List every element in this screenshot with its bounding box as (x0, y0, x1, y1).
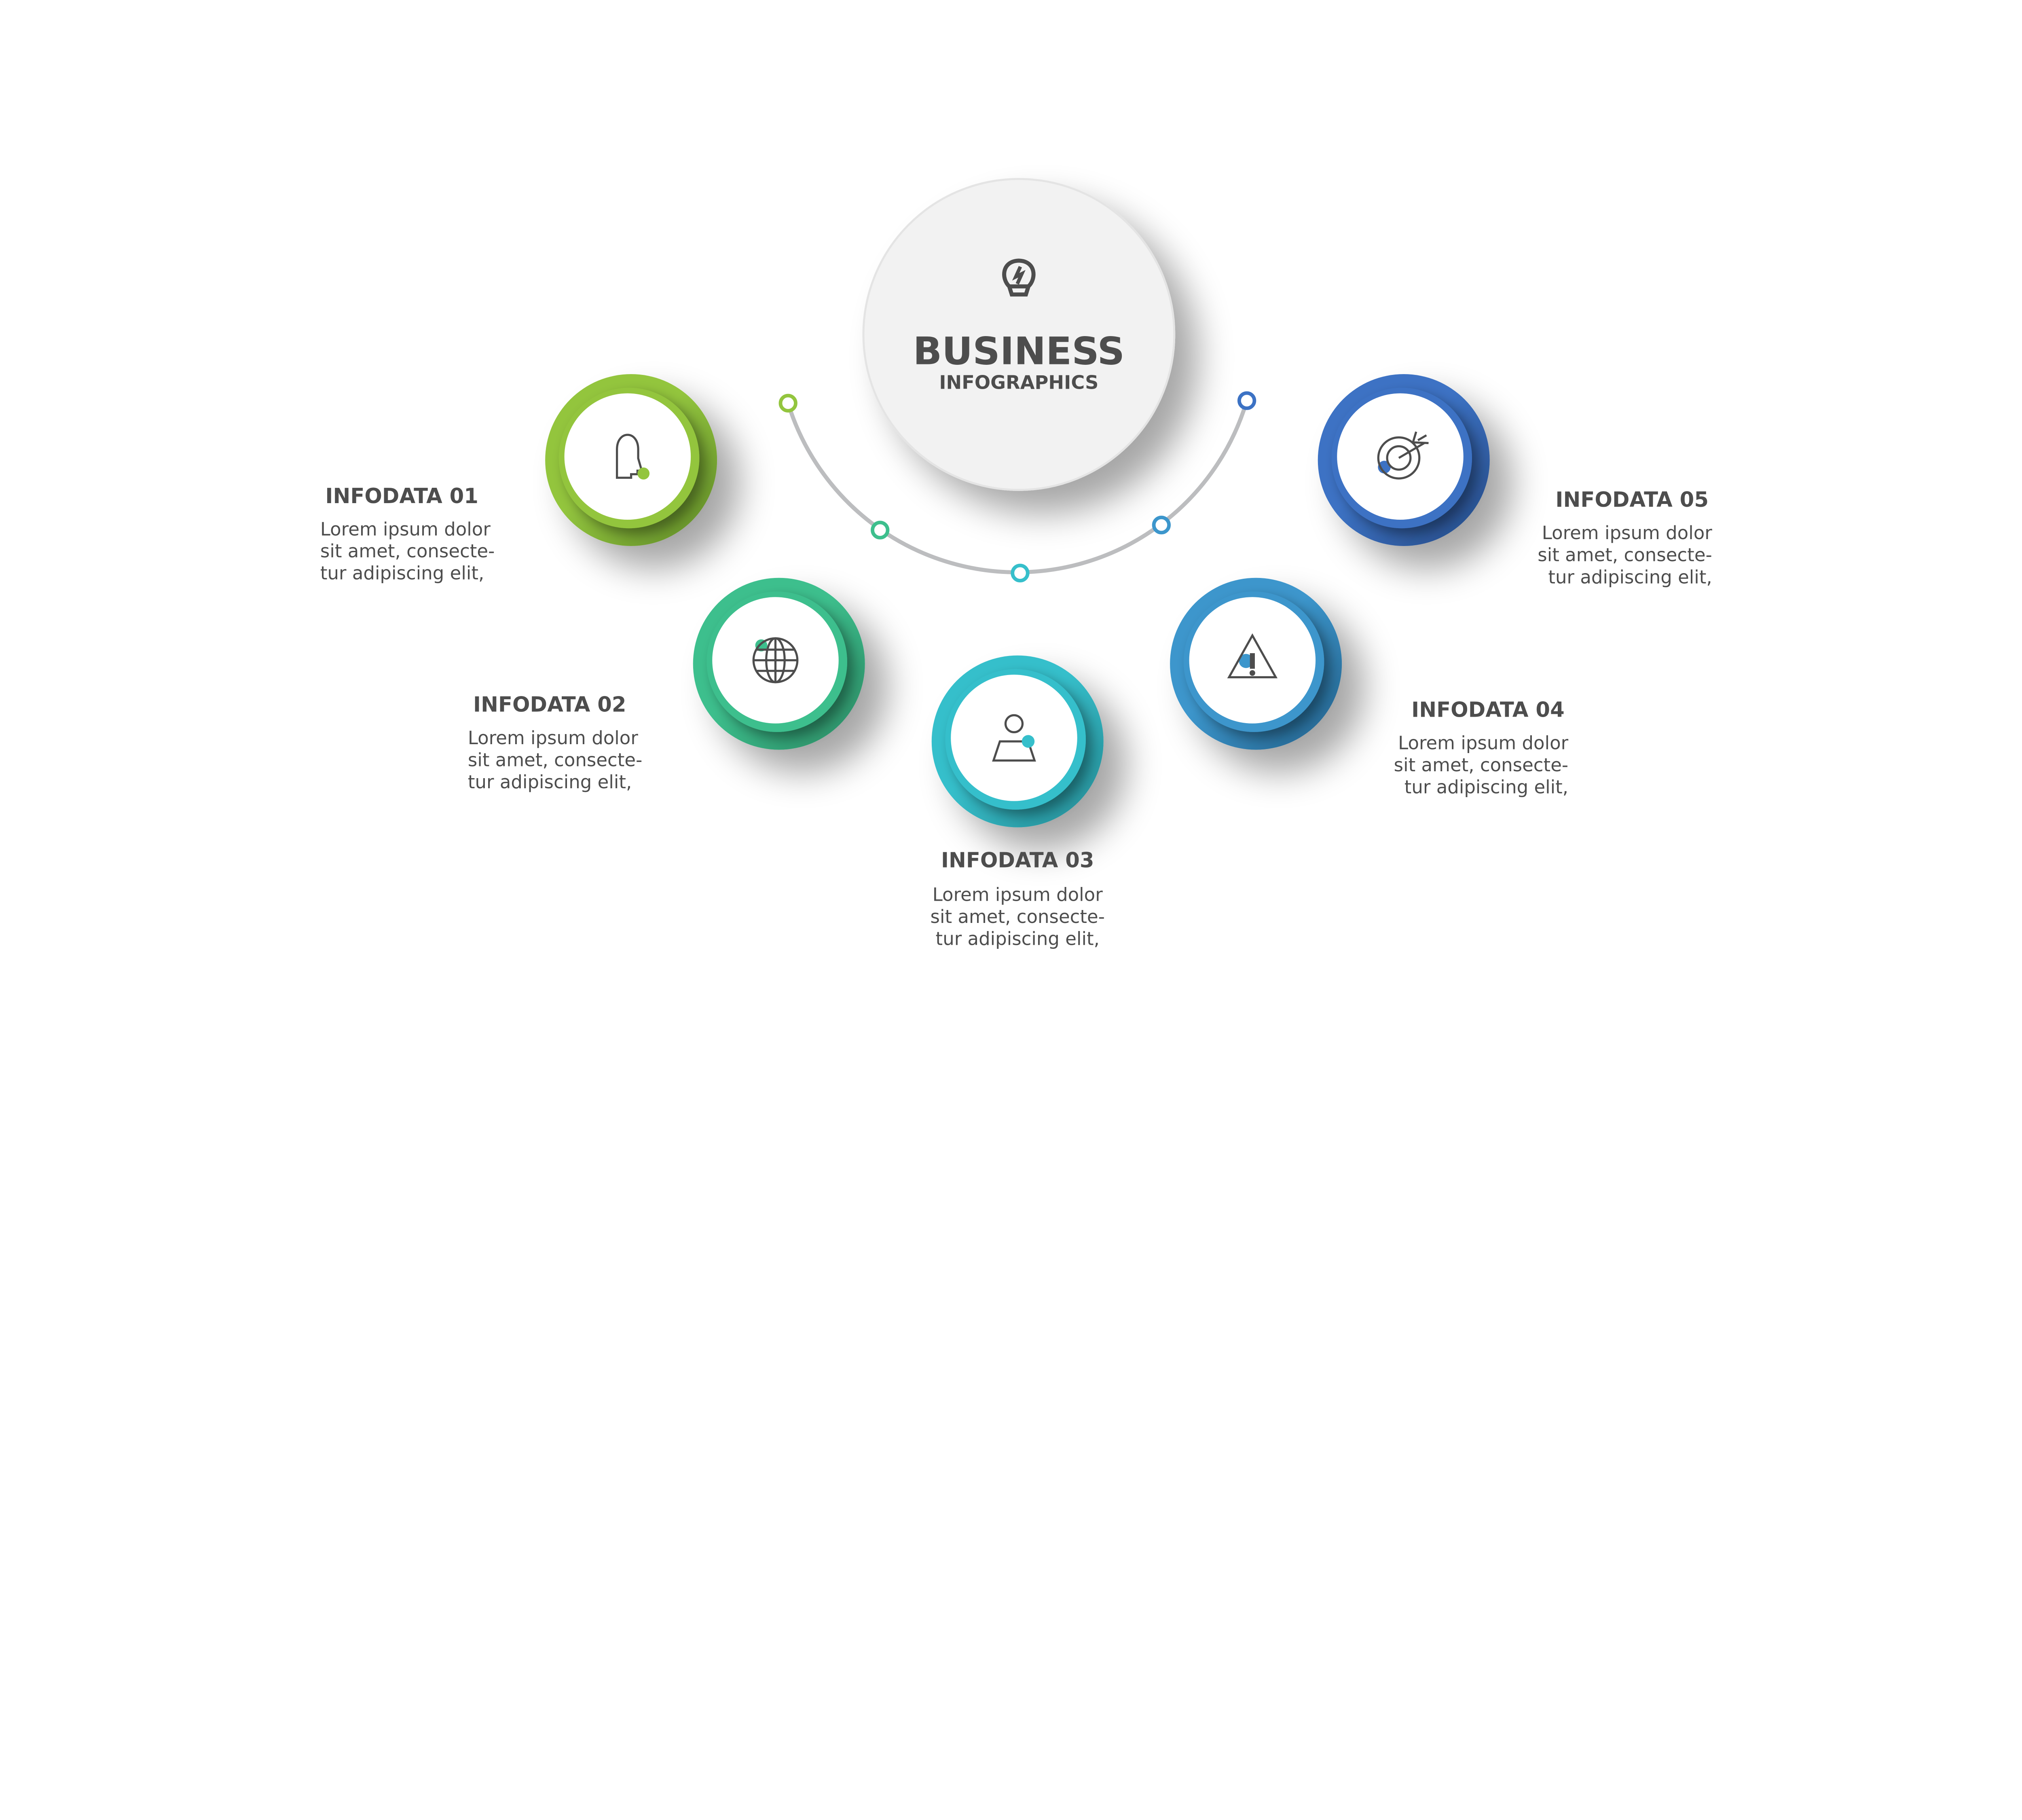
step-description-line: tur adipiscing elit, (320, 563, 484, 584)
step-description-line: Lorem ipsum dolor (320, 518, 491, 540)
step-description-line: sit amet, consecte- (931, 906, 1105, 927)
step-description-line: sit amet, consecte- (320, 540, 495, 562)
infographic: BUSINESS INFOGRAPHICS INFODATA 01 Lorem i… (320, 178, 1712, 949)
step-description-line: tur adipiscing elit, (1548, 567, 1712, 588)
connector-dot-3 (1011, 563, 1030, 582)
step-heading: INFODATA 01 (325, 484, 478, 508)
step-heading: INFODATA 05 (1555, 488, 1709, 512)
connector-dot-1 (778, 394, 797, 413)
user-map-icon (992, 714, 1036, 762)
step-description-line: sit amet, consecte- (1394, 754, 1568, 776)
lightbulb-icon (1002, 258, 1036, 297)
connector-dot-2 (871, 521, 890, 540)
step-description-line: sit amet, consecte- (468, 749, 642, 770)
step-5-circle (1318, 374, 1490, 546)
connector-dot-4 (1152, 516, 1171, 535)
connector-dot-5 (1237, 391, 1256, 410)
target-arrow-icon (1377, 431, 1429, 480)
step-1-circle (545, 374, 717, 546)
step-description-line: tur adipiscing elit, (468, 771, 632, 793)
head-profile-icon (616, 434, 650, 480)
step-description-line: tur adipiscing elit, (1404, 776, 1568, 798)
step-description-line: Lorem ipsum dolor (468, 727, 638, 749)
step-description-line: Lorem ipsum dolor (1398, 732, 1568, 754)
globe-icon (752, 637, 799, 684)
step-description-line: tur adipiscing elit, (936, 928, 1100, 949)
step-2-circle (693, 578, 865, 750)
center-subtitle: INFOGRAPHICS (939, 371, 1098, 393)
step-4-circle (1170, 578, 1342, 750)
step-description-line: Lorem ipsum dolor (933, 884, 1103, 906)
warning-triangle-icon (1227, 633, 1278, 679)
step-3-circle (931, 655, 1104, 827)
step-description-line: sit amet, consecte- (1538, 544, 1712, 566)
step-heading: INFODATA 04 (1411, 698, 1565, 722)
step-heading: INFODATA 03 (941, 848, 1094, 872)
step-heading: INFODATA 02 (473, 692, 626, 717)
center-circle: BUSINESS INFOGRAPHICS (862, 178, 1176, 491)
step-description-line: Lorem ipsum dolor (1542, 522, 1712, 544)
center-title: BUSINESS (913, 330, 1125, 374)
